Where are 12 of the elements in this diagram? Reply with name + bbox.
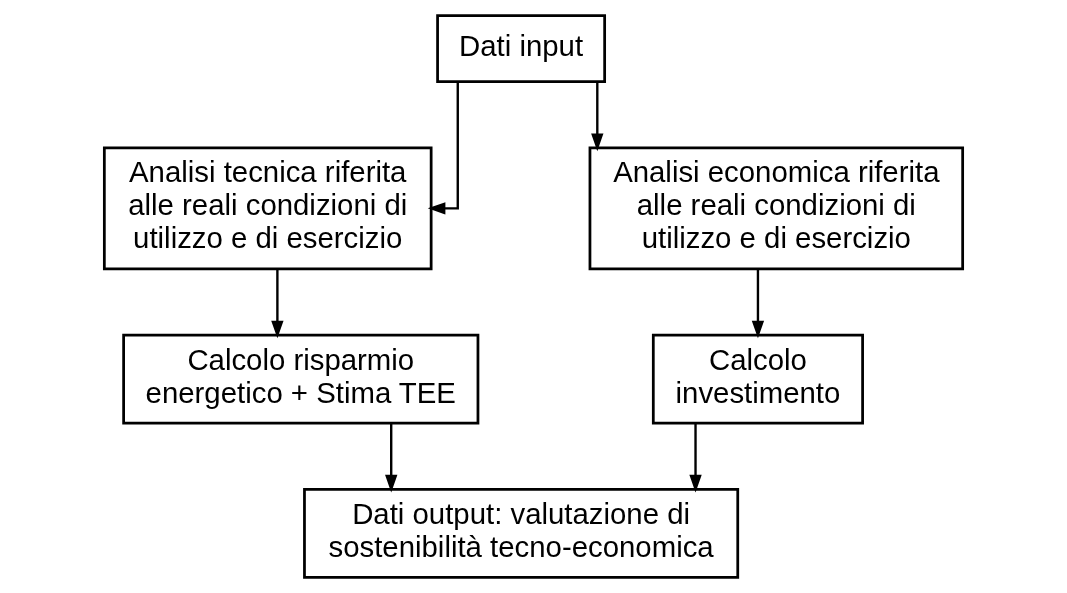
node-box: Analisi tecnica riferita alle reali condizioni di utilizzo e di esercizio bbox=[102, 146, 433, 271]
node-box: Dati output: valutazione di sostenibilità tecno-economica bbox=[303, 487, 740, 579]
node-box: Dati input bbox=[436, 14, 606, 84]
node-box: Analisi economica riferita alle reali condizioni di utilizzo e di esercizio bbox=[588, 146, 965, 271]
arrow bbox=[591, 81, 604, 152]
arrow bbox=[689, 423, 702, 493]
arrow bbox=[271, 269, 284, 339]
node-box: Calcolo risparmio energetico + Stima TEE bbox=[122, 333, 480, 425]
arrow bbox=[427, 81, 459, 215]
arrow bbox=[751, 269, 765, 339]
arrow bbox=[385, 423, 398, 493]
node-box: Calcolo investimento bbox=[651, 333, 864, 425]
